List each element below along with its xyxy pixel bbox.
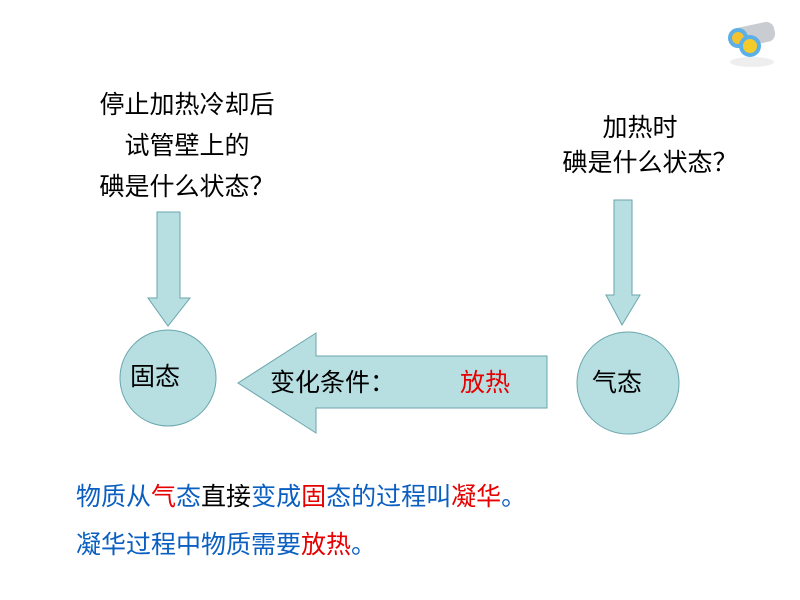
text: 物质从 <box>76 482 152 511</box>
text: 放热 <box>301 530 352 559</box>
gas-state-circle <box>576 331 680 435</box>
text: 气 <box>151 482 177 511</box>
down-arrow-left <box>147 211 192 327</box>
text: 凝华 <box>451 482 502 511</box>
gas-label: 气态 <box>592 368 643 397</box>
text: 固 <box>301 482 327 511</box>
condition-label: 变化条件： <box>270 368 396 397</box>
text: 态 <box>326 482 352 511</box>
text: 。 <box>351 530 377 559</box>
statement-1: 物质从气态直接变成固态的过程叫凝华。 <box>76 484 526 509</box>
right-question-line: 加热时 <box>602 113 678 142</box>
condition-value: 放热 <box>460 368 511 397</box>
left-question-line: 碘是什么状态？ <box>99 172 275 201</box>
statement-2: 凝华过程中物质需要放热。 <box>76 532 376 557</box>
solid-label: 固态 <box>130 362 181 391</box>
text: 直接 <box>201 482 252 511</box>
text: 凝华过程中物质需要 <box>76 530 302 559</box>
text: 变成 <box>251 482 302 511</box>
down-arrow-right <box>605 199 641 327</box>
right-question-line: 碘是什么状态？ <box>562 148 738 177</box>
left-question-line: 停止加热冷却后 <box>99 90 275 119</box>
text: 态 <box>176 482 202 511</box>
text: 的过程叫 <box>351 482 452 511</box>
left-question-line: 试管壁上的 <box>124 131 250 160</box>
condition-arrow <box>237 332 548 434</box>
binoculars-icon <box>728 21 776 67</box>
text: 。 <box>501 482 527 511</box>
solid-state-circle <box>119 329 217 427</box>
